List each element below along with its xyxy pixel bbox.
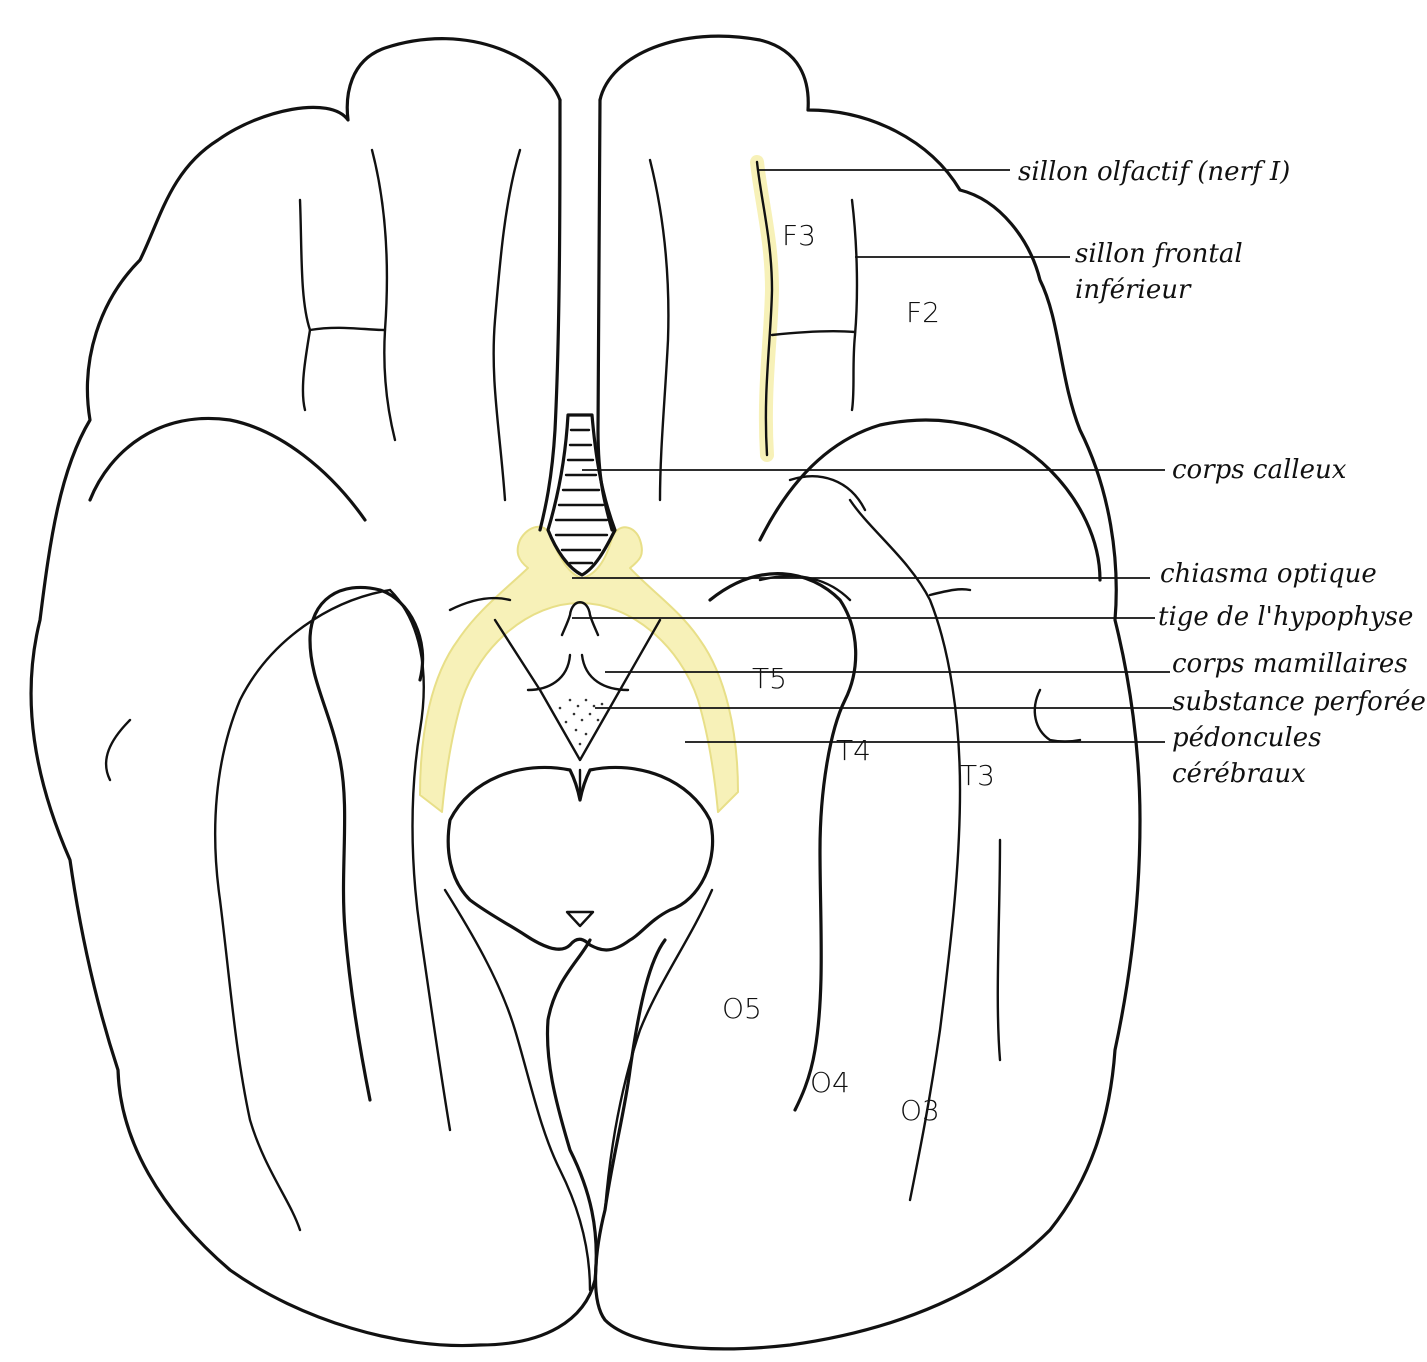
left-frontal-cross [310,328,385,330]
right-temporal-notch [1035,690,1080,742]
label-o4: O4 [810,1066,850,1099]
right-frontal-sulcus-2 [852,200,857,410]
left-uncus [310,587,423,1100]
label-t5: T5 [752,662,787,695]
right-temporal-t4-border [710,574,856,1110]
label-f2: F2 [906,296,940,329]
annotation-corps-calleux: corps calleux [1172,455,1347,485]
left-hemisphere-outline [31,39,596,1346]
annotation-cerebraux: cérébraux [1172,759,1306,789]
right-olfactory-sulcus-line [650,160,668,500]
annotation-chiasma-optique: chiasma optique [1160,559,1377,589]
brain-outline [31,36,1140,1349]
right-gyrus-rectus [598,100,612,530]
left-gyrus-rectus [540,100,560,530]
perforated-substance-dots [559,699,604,746]
left-frontal-sulcus-line [372,150,395,440]
right-medial-occipital [605,890,712,1210]
annotation-substance-perforee: substance perforée [1172,687,1426,717]
annotation-tige-hypophyse: tige de l'hypophyse [1158,602,1413,632]
left-frontal-sulcus-2 [300,200,310,410]
optic-structures-highlight [420,162,772,812]
left-temporal-notch [106,720,130,780]
left-olfactory-sulcus-line [494,150,520,500]
annotation-sillon-frontal: sillon frontal [1075,239,1243,269]
label-f3: F3 [782,219,816,252]
left-temporal-sulcus-t3 [215,590,390,1230]
label-o5: O5 [722,992,762,1025]
left-temporal-pole [90,418,365,520]
right-hemisphere-outline [596,36,1140,1349]
left-medial-occipital [445,890,590,1290]
annotation-inferieur: inférieur [1075,275,1192,305]
right-temporal-pole [760,420,1100,580]
aqueduct-triangle [567,912,593,926]
label-t3: T3 [960,759,995,792]
right-occipital-sulcus [998,840,1000,1060]
optic-chiasm-highlight [420,527,738,812]
interpeduncular-fossa [495,620,660,760]
label-o3: O3 [900,1094,940,1127]
annotation-corps-mamillaires: corps mamillaires [1172,649,1408,679]
annotation-sillon-olfactif: sillon olfactif (nerf I) [1018,157,1290,187]
right-frontal-cross [772,331,855,335]
annotation-pedoncules: pédoncules [1172,723,1321,753]
right-temporal-edge [930,589,970,595]
label-t4: T4 [836,734,871,767]
annotations: sillon olfactif (nerf I) sillon frontal … [1018,157,1426,789]
